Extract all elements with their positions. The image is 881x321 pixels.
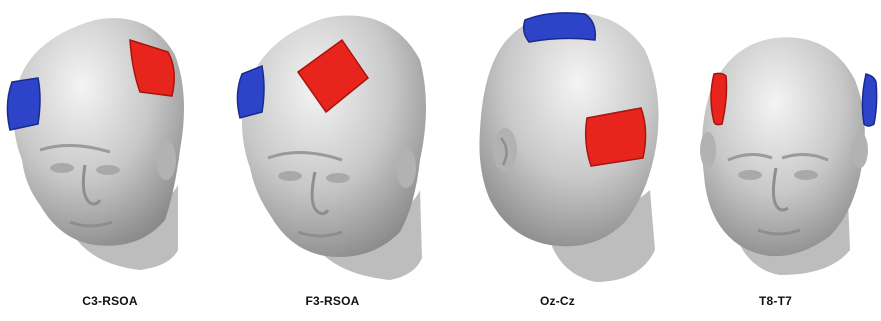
head-model-icon (220, 0, 445, 290)
eye-shape (50, 163, 74, 173)
eye-shape (794, 170, 818, 180)
head-model-icon (0, 0, 220, 290)
electrode-pad-icon (7, 78, 40, 130)
ear-shape (852, 132, 868, 168)
ear-shape (493, 128, 517, 172)
eye-shape (278, 171, 302, 181)
panel-label: Oz-Cz (445, 294, 670, 308)
eye-shape (326, 173, 350, 183)
panel-label: C3-RSOA (0, 294, 220, 308)
panel-f3-rsoa: F3-RSOA (220, 0, 445, 321)
head-model-icon (445, 0, 670, 290)
electrode-pad-icon (237, 66, 264, 118)
panel-t8-t7: T8-T7 (670, 0, 881, 321)
electrode-pad-icon (862, 74, 876, 126)
panel-label: F3-RSOA (220, 294, 445, 308)
ear-shape (396, 148, 416, 188)
ear-shape (156, 140, 176, 180)
panel-oz-cz: Oz-Cz (445, 0, 670, 321)
panel-c3-rsoa: C3-RSOA (0, 0, 220, 321)
ear-shape (700, 132, 716, 168)
eye-shape (738, 170, 762, 180)
panel-label: T8-T7 (670, 294, 881, 308)
electrode-pad-icon (711, 73, 727, 124)
head-model-icon (670, 0, 881, 290)
eye-shape (96, 165, 120, 175)
electrode-pad-icon (586, 108, 646, 166)
electrode-pad-icon (524, 13, 596, 42)
